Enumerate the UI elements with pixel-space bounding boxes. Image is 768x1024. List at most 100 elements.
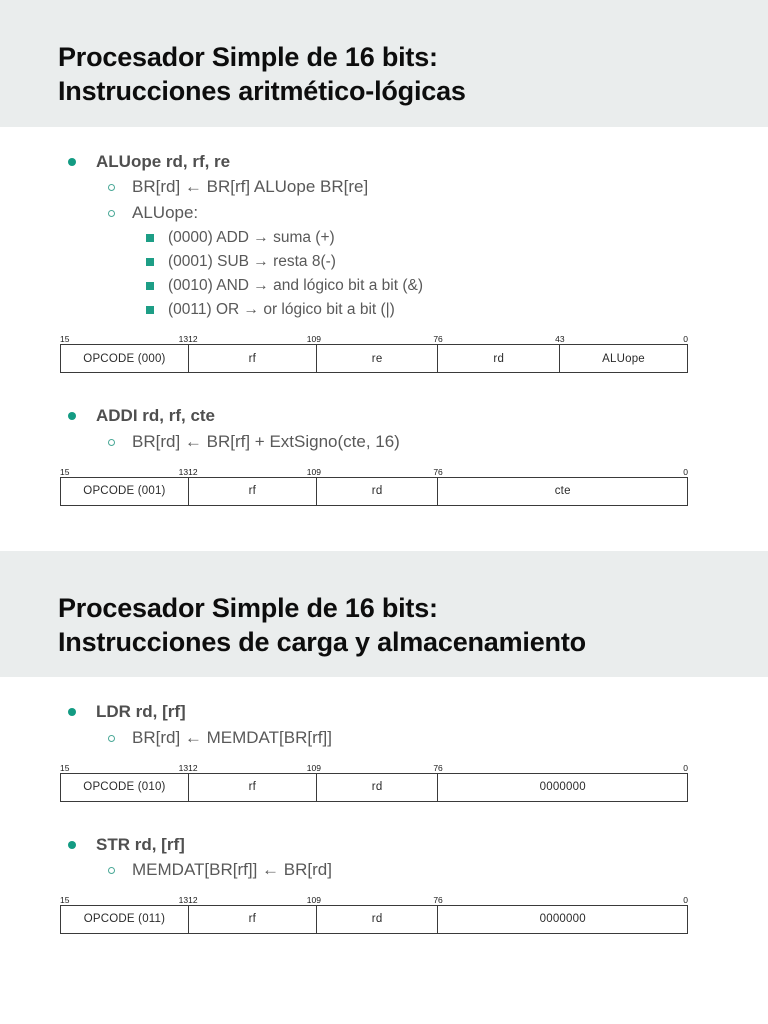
field-cell: rf: [187, 904, 317, 934]
leaf-bullet-text: (0011) OR → or lógico bit a bit (|): [168, 301, 395, 319]
bit-label: 13: [178, 762, 189, 773]
field-cell: re: [315, 344, 439, 374]
bit-label: 0: [683, 762, 688, 773]
block-spacer: [0, 802, 768, 832]
bit-label: 9: [316, 894, 321, 905]
leaf-bullet-text: (0001) SUB → resta 8(-): [168, 252, 336, 270]
bullet-square-icon: [146, 282, 154, 291]
leaf-bullet-text: (0000) ADD → suma (+): [168, 228, 335, 246]
slide-gap: [0, 505, 768, 551]
bit-label: 10: [306, 466, 317, 477]
field-cell: rd: [315, 904, 439, 934]
bit-label: 15: [60, 762, 70, 773]
bullet-item-sub: BR[rd] ← MEMDAT[BR[rf]]: [96, 725, 768, 751]
instruction-heading: STR rd, [rf]: [96, 834, 185, 854]
bit-label: 15: [60, 334, 70, 345]
bullet-square-icon: [146, 257, 154, 266]
field-cell: rd: [315, 772, 439, 802]
bit-label: 13: [178, 334, 189, 345]
sub-bullet-text: BR[rd] ← BR[rf] + ExtSigno(cte, 16): [132, 431, 400, 451]
bullet-item-leaf: (0010) AND → and lógico bit a bit (&): [132, 274, 768, 298]
bullet-item-leaf: (0011) OR → or lógico bit a bit (|): [132, 298, 768, 322]
bullet-item-leaf: (0001) SUB → resta 8(-): [132, 250, 768, 274]
bullet-item-1-1: STR rd, [rf] MEMDAT[BR[rf]] ← BR[rd]: [58, 832, 768, 883]
bullet-item-sub: BR[rd] ← BR[rf] ALUope BR[re]: [96, 174, 768, 200]
bullet-item-sub: BR[rd] ← BR[rf] + ExtSigno(cte, 16): [96, 429, 768, 455]
bullet-item-leaf: (0000) ADD → suma (+): [132, 226, 768, 250]
bit-label: 0: [683, 894, 688, 905]
sub-bullet-text: BR[rd] ← BR[rf] ALUope BR[re]: [132, 177, 369, 197]
title-line-2: Instrucciones aritmético-lógicas: [58, 76, 466, 107]
instruction-heading: ALUope rd, rf, re: [96, 151, 231, 171]
bullet-list-level1: ALUope rd, rf, re BR[rd] ← BR[rf] ALUope …: [58, 149, 768, 323]
bit-label: 9: [316, 334, 321, 345]
bullet-dot-icon: [68, 708, 76, 717]
sub-bullet-text: MEMDAT[BR[rf]] ← BR[rd]: [132, 860, 332, 880]
bit-label: 7: [433, 334, 439, 345]
bullet-circle-icon: [108, 209, 115, 217]
title-line-1: Procesador Simple de 16 bits:: [58, 592, 438, 623]
bullet-circle-icon: [108, 438, 115, 446]
field-cell: rd: [315, 476, 439, 506]
bit-label: 0: [683, 334, 688, 345]
field-cell: rf: [187, 772, 317, 802]
bit-label: 6: [438, 894, 443, 905]
bit-label: 12: [188, 334, 198, 345]
field-cell: OPCODE (010): [60, 772, 189, 802]
field-cell: ALUope: [559, 344, 688, 374]
slide-header-1: Procesador Simple de 16 bits: Instruccion…: [0, 0, 768, 127]
bullet-list-level2: MEMDAT[BR[rf]] ← BR[rd]: [96, 857, 768, 883]
field-cell: OPCODE (000): [60, 344, 189, 374]
bullet-item-sub: ALUope: (0000) ADD → suma (+) (0001) SUB →…: [96, 200, 768, 323]
bit-label: 7: [433, 894, 439, 905]
sub-bullet-text: ALUope:: [132, 202, 199, 222]
bit-label: 15: [60, 466, 70, 477]
bit-label: 4: [555, 334, 560, 345]
bit-label: 0: [683, 466, 688, 477]
bit-label: 13: [178, 894, 189, 905]
field-cell: 0000000: [437, 772, 688, 802]
bullet-list-level2: BR[rd] ← MEMDAT[BR[rf]]: [96, 725, 768, 751]
slide-2: Procesador Simple de 16 bits:Instruccion…: [0, 550, 768, 934]
bullet-list-level1: STR rd, [rf] MEMDAT[BR[rf]] ← BR[rd]: [58, 832, 768, 883]
instruction-heading: LDR rd, [rf]: [96, 702, 186, 722]
sub-bullet-text: BR[rd] ← MEMDAT[BR[rf]]: [132, 727, 332, 747]
bit-label: 7: [433, 466, 439, 477]
field-cell: OPCODE (001): [60, 476, 189, 506]
bit-label: 9: [316, 762, 321, 773]
bullet-item-1-0: LDR rd, [rf] BR[rd] ← MEMDAT[BR[rf]]: [58, 699, 768, 750]
bit-label: 3: [559, 334, 565, 345]
field-cell: rf: [187, 476, 317, 506]
bullet-list-level2: BR[rd] ← BR[rf] + ExtSigno(cte, 16): [96, 429, 768, 455]
field-cell: 0000000: [437, 904, 688, 934]
block-spacer: [0, 373, 768, 403]
bit-label: 12: [188, 466, 198, 477]
slides-container: Procesador Simple de 16 bits: Instruccion…: [0, 0, 768, 934]
bullet-square-icon: [146, 306, 154, 315]
bit-label: 12: [188, 894, 198, 905]
bullet-circle-icon: [108, 867, 115, 875]
slide-header-2: Procesador Simple de 16 bits:Instruccion…: [0, 550, 768, 678]
bit-label: 6: [438, 466, 443, 477]
bit-label: 9: [316, 466, 321, 477]
title-line-1: Procesador Simple de 16 bits:: [58, 42, 438, 72]
field-cell: rf: [187, 344, 317, 374]
leaf-bullet-text: (0010) AND → and lógico bit a bit (&): [168, 277, 424, 295]
bullet-list-level1: LDR rd, [rf] BR[rd] ← MEMDAT[BR[rf]]: [58, 699, 768, 750]
bullet-square-icon: [146, 233, 154, 242]
bit-label: 13: [178, 466, 189, 477]
bullet-circle-icon: [108, 184, 115, 192]
